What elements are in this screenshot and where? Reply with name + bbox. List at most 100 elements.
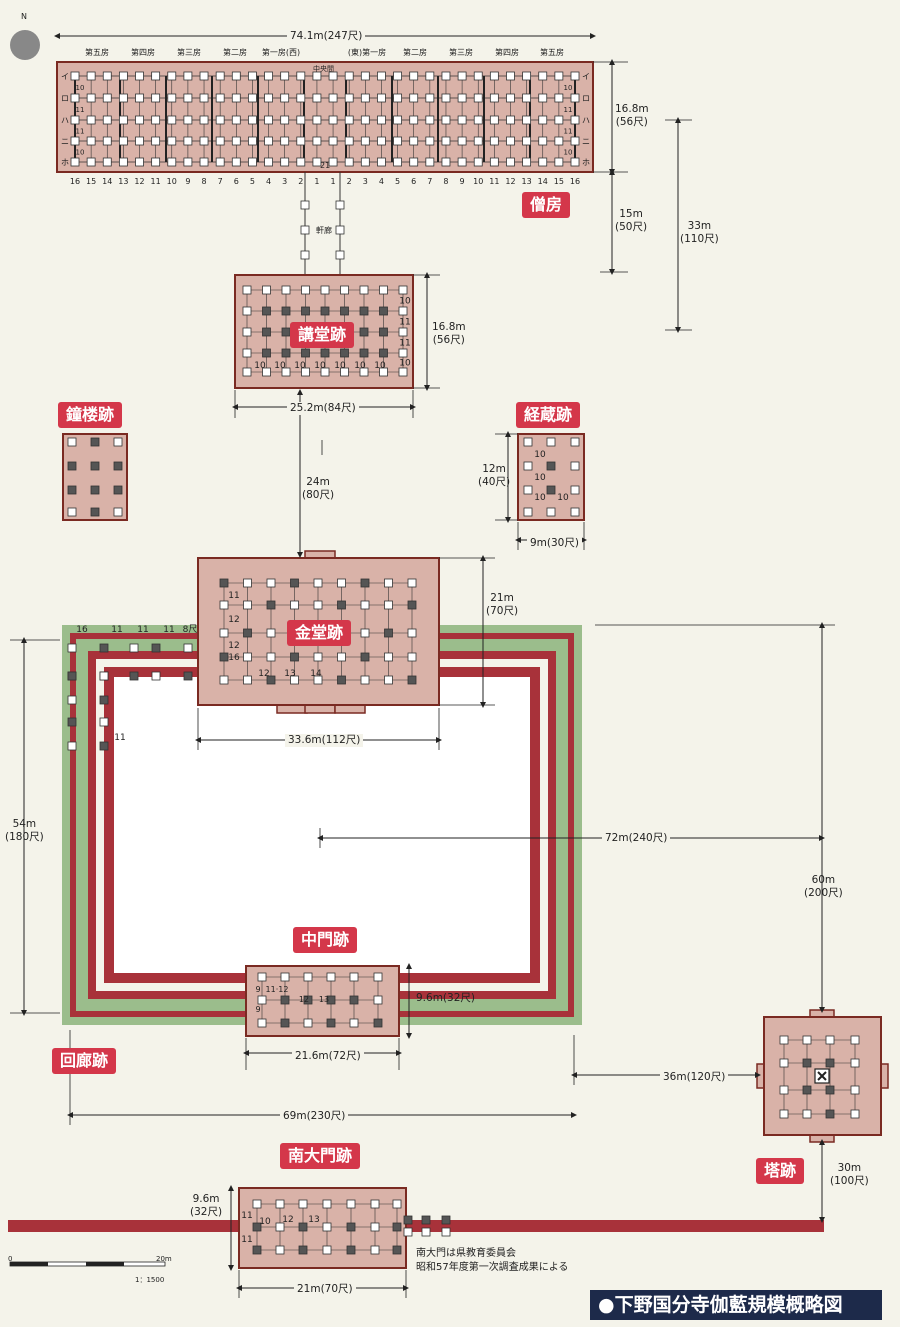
soubou-pillar — [102, 71, 112, 81]
kairou-span-label: 11 — [111, 625, 122, 635]
soubou-pillar — [70, 115, 80, 125]
dim-kairou-depth: 54m(180尺) — [5, 818, 44, 844]
dim-chuumon-width: 21.6m(72尺) — [292, 1050, 364, 1063]
corridor-pillar — [300, 200, 310, 210]
soubou-pillar — [554, 93, 564, 103]
dim-kairou-tou-h: 72m(240尺) — [602, 832, 671, 845]
soubou-pillar — [360, 93, 370, 103]
chuumon-span-label: 9 — [255, 1005, 260, 1014]
chuumon-pillar — [373, 995, 383, 1005]
nandaimon-pillar — [370, 1245, 380, 1255]
soubou-pillar — [70, 136, 80, 146]
kondou-pillar — [384, 652, 393, 662]
kondou-pillar — [384, 600, 393, 610]
nandaimon-pillar — [322, 1222, 332, 1232]
north-label: N — [21, 12, 27, 21]
soubou-center-label: 中央間 — [313, 65, 334, 73]
soubou-pillar — [102, 157, 112, 167]
nandaimon-pillar — [392, 1199, 402, 1209]
kondou-pillar — [266, 652, 276, 662]
tou-pillar — [825, 1109, 835, 1119]
koudou-pillar — [281, 348, 291, 358]
koudou-pillar — [242, 367, 252, 377]
soubou-pillar — [280, 115, 290, 125]
soubou-pillar — [425, 93, 435, 103]
chuumon-span-label: 13 — [319, 995, 329, 1004]
soubou-pillar — [248, 136, 257, 146]
kairou-pillar-top — [151, 643, 161, 653]
kairou-pillar-top — [183, 671, 193, 681]
nandaimon-pillar — [298, 1222, 308, 1232]
kairou-pillar-left — [99, 717, 109, 727]
soubou-pillar — [489, 136, 499, 146]
dim-kyouzou-width: 9m(30尺) — [527, 537, 582, 550]
soubou-bay-number: 13 — [118, 177, 128, 186]
nandaimon-pillar — [370, 1199, 380, 1209]
kondou-pillar — [337, 652, 346, 662]
soubou-pillar — [248, 71, 257, 81]
scale-zero: 0 — [8, 1255, 13, 1263]
soubou-pillar — [70, 157, 80, 167]
kondou-pillar — [243, 600, 252, 610]
tou-pillar — [779, 1058, 789, 1068]
tou-pillar — [779, 1035, 789, 1045]
soubou-bay-number: 15 — [554, 177, 564, 186]
soubou-span-label: 11 — [76, 106, 85, 114]
kondou-pillar — [219, 628, 229, 638]
soubou-pillar — [328, 93, 338, 103]
dim-kairou-width: 69m(230尺) — [280, 1110, 349, 1123]
tou-pillar — [850, 1058, 860, 1068]
soubou-room-label: 第二房 — [223, 47, 247, 57]
koudou-pillar — [262, 348, 271, 358]
chuumon-pillar — [280, 995, 290, 1005]
soubou-pillar — [328, 115, 338, 125]
kondou-span-label: 13 — [284, 669, 295, 679]
soubou-pillar — [231, 136, 241, 146]
corridor-pillar — [300, 250, 310, 260]
soubou-pillar — [409, 71, 419, 81]
shourou-pillar — [113, 461, 123, 471]
kondou-pillar — [266, 600, 276, 610]
koudou-pillar — [340, 367, 349, 377]
koudou-pillar — [301, 348, 310, 358]
kairou-pillar-left — [99, 671, 109, 681]
soubou-room-label: 第三房 — [177, 47, 201, 57]
tou-pillar — [850, 1109, 860, 1119]
soubou-bay-number: 6 — [411, 177, 416, 186]
soubou-pillar — [248, 93, 257, 103]
soubou-pillar — [522, 157, 532, 167]
dim-nandaimon-width: 21m(70尺) — [294, 1283, 356, 1296]
shourou-label: 鐘楼跡 — [58, 402, 123, 428]
soubou-pillar — [570, 157, 580, 167]
soubou-pillar — [215, 157, 225, 167]
shourou-pillar — [113, 507, 123, 517]
scale-bar-segment — [10, 1262, 48, 1266]
soubou-pillar — [409, 136, 419, 146]
soubou-pillar — [377, 93, 386, 103]
soubou-pillar — [264, 71, 273, 81]
dim-180shaku: (180尺) — [5, 831, 44, 843]
kairou-span-label: 11 — [114, 733, 125, 743]
chuumon-pillar — [326, 1018, 336, 1028]
kairou-pillar-top — [67, 643, 77, 653]
corridor-label: 軒廊 — [316, 226, 332, 235]
soubou-pillar — [151, 93, 161, 103]
soubou-bay-number: 3 — [282, 177, 287, 186]
dim-kondou-depth: 21m(70尺) — [486, 592, 518, 618]
kondou-pillar — [360, 652, 370, 662]
soubou-pillar — [199, 93, 209, 103]
soubou-pillar — [457, 115, 467, 125]
dim-30m: 30m — [837, 1162, 862, 1174]
dim-21m: 21m — [490, 592, 514, 604]
soubou-pillar — [425, 157, 435, 167]
soubou-pillar — [441, 93, 451, 103]
soubou-pillar — [264, 157, 273, 167]
dim-soubou-width: 74.1m(247尺) — [287, 30, 366, 43]
soubou-pillar — [135, 71, 144, 81]
kairou-pillar-left — [99, 741, 109, 751]
dim-kairou-tou: 36m(120尺) — [660, 1071, 729, 1084]
koudou-pillar — [262, 306, 271, 316]
soubou-pillar — [296, 71, 306, 81]
kondou-span-label: 11 — [228, 591, 239, 601]
